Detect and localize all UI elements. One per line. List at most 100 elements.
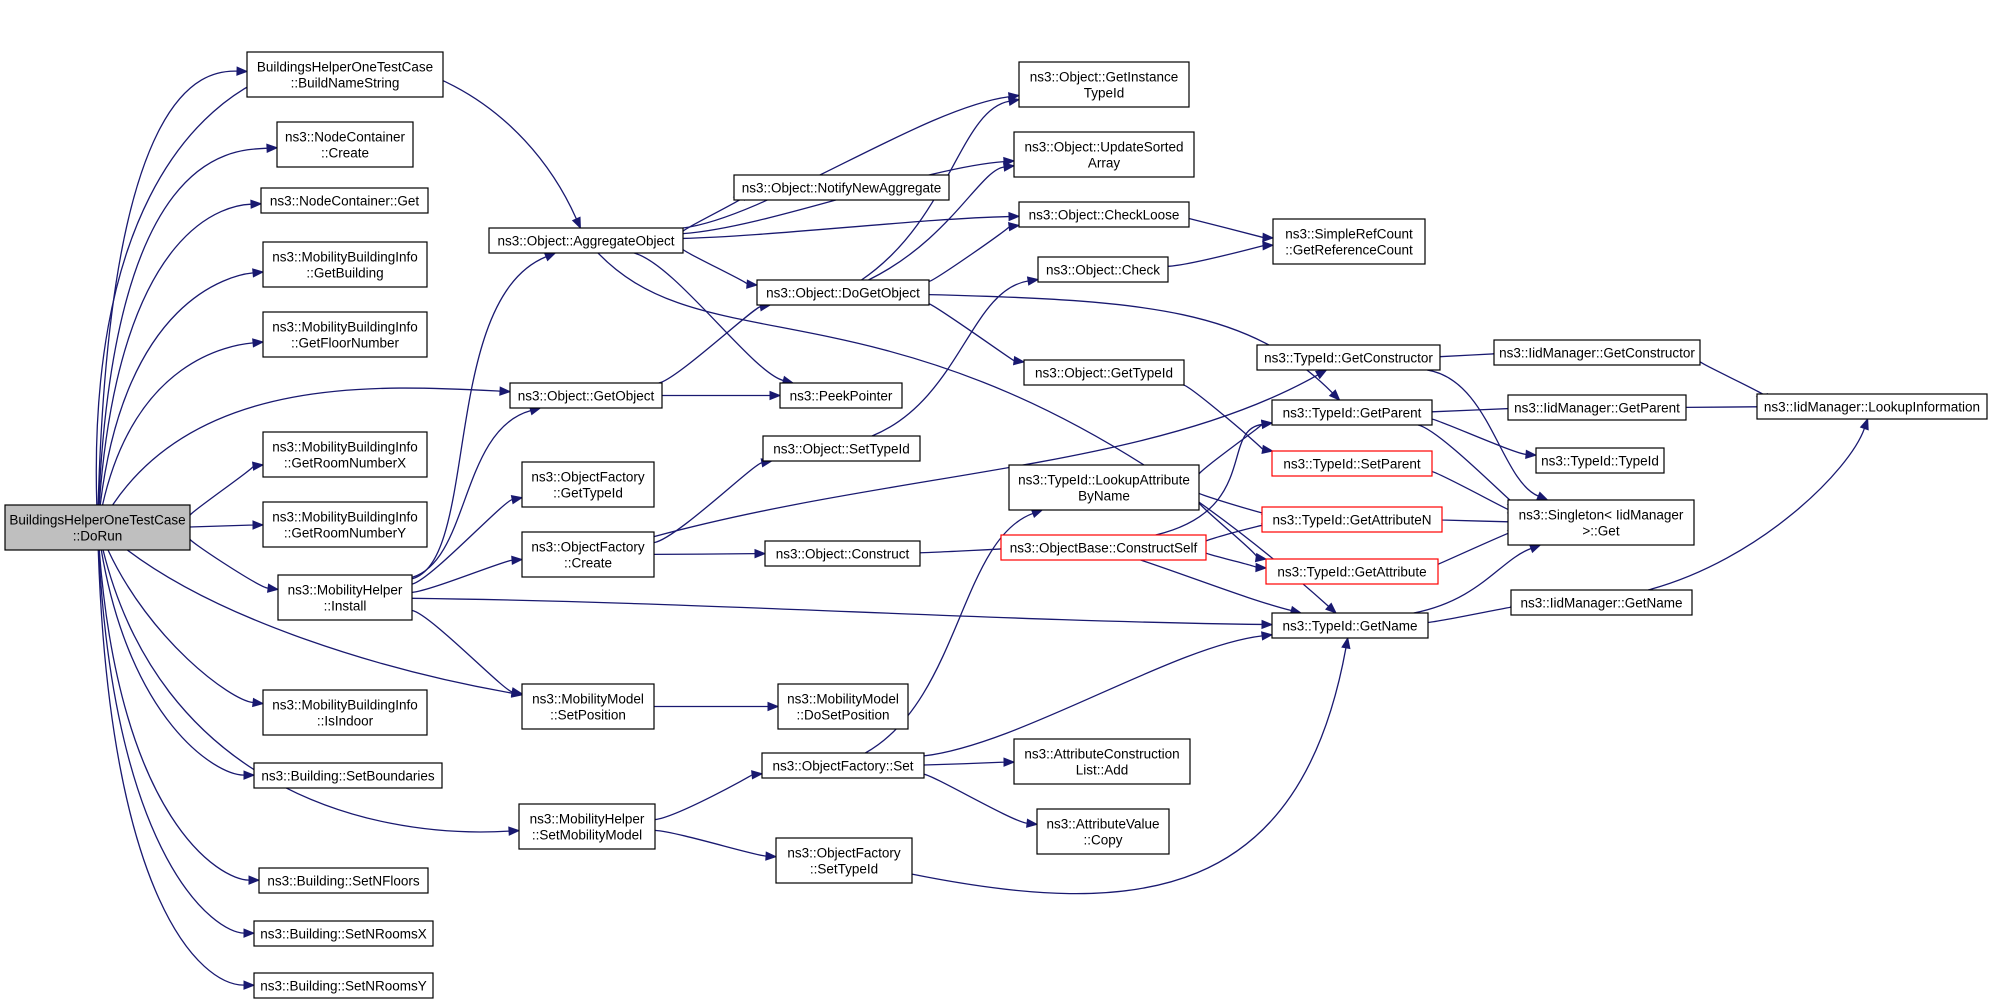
node-label-line: BuildingsHelperOneTestCase [9, 513, 185, 528]
node-tid-getname[interactable]: ns3::TypeId::GetName [1271, 612, 1429, 639]
node-of-set[interactable]: ns3::ObjectFactory::Set [761, 752, 925, 779]
node-obj-check[interactable]: ns3::Object::Check [1037, 256, 1169, 283]
node-tid-typeid[interactable]: ns3::TypeId::TypeId [1535, 447, 1665, 474]
node-b-setnfloors[interactable]: ns3::Building::SetNFloors [258, 867, 429, 894]
node-box [262, 241, 428, 288]
edge-line [919, 547, 1012, 554]
node-iid-getconstructor[interactable]: ns3::IidManager::GetConstructor [1493, 339, 1701, 366]
node-av-copy[interactable]: ns3::AttributeValue::Copy [1036, 808, 1170, 855]
edge-line [1431, 407, 1519, 413]
edge-mh-install-to-of-gettypeid [411, 495, 524, 585]
edge-arrowhead [252, 697, 265, 708]
edge-arrowhead [769, 390, 782, 401]
edge-line [98, 549, 250, 881]
edge-arrowhead [746, 279, 759, 289]
node-mh-setmodel[interactable]: ns3::MobilityHelper::SetMobilityModel [518, 803, 656, 850]
node-mm-setpos[interactable]: ns3::MobilityModel::SetPosition [521, 683, 655, 730]
node-label-line: ns3::SimpleRefCount [1285, 227, 1413, 242]
edge-of-create-to-obj-settypeid [653, 458, 774, 544]
node-label-line: ns3::ObjectFactory [787, 846, 901, 861]
node-peekpointer[interactable]: ns3::PeekPointer [779, 382, 903, 409]
node-singleton-get[interactable]: ns3::Singleton< IidManager >::Get [1507, 499, 1695, 546]
node-box [518, 803, 656, 850]
node-tid-setparent[interactable]: ns3::TypeId::SetParent [1271, 450, 1433, 477]
node-tid-getattr[interactable]: ns3::TypeId::GetAttribute [1265, 558, 1439, 585]
node-mm-dosetpos[interactable]: ns3::MobilityModel::DoSetPosition [777, 683, 909, 730]
edge-arrowhead [511, 555, 524, 566]
node-mbi-roomy[interactable]: ns3::MobilityBuildingInfo::GetRoomNumber… [262, 501, 428, 548]
edge-tid-getparent-to-tid-typeid [1431, 418, 1538, 460]
node-box [509, 382, 663, 409]
node-mh-install[interactable]: ns3::MobilityHelper::Install [277, 574, 413, 621]
node-label-line: ns3::ObjectFactory [531, 540, 645, 555]
node-nc-create[interactable]: ns3::NodeContainer::Create [276, 121, 414, 168]
node-mbi-getfloor[interactable]: ns3::MobilityBuildingInfo::GetFloorNumbe… [262, 311, 428, 358]
node-mbi-isindoor[interactable]: ns3::MobilityBuildingInfo::IsIndoor [262, 689, 428, 736]
edge-arrowhead [1026, 818, 1039, 828]
edge-root-to-mh-install [189, 538, 280, 593]
edge-mh-install-to-obj-aggregate [411, 252, 557, 580]
node-root[interactable]: BuildingsHelperOneTestCase::DoRun [4, 504, 191, 551]
node-iid-lookupinfo[interactable]: ns3::IidManager::LookupInformation [1756, 393, 1988, 420]
edge-obj-checkloose-to-src-getrefcount [1188, 217, 1275, 243]
node-box [1037, 256, 1169, 283]
node-obj-aggregate[interactable]: ns3::Object::AggregateObject [488, 227, 684, 254]
node-box [1507, 394, 1687, 421]
node-b-setnroomsy[interactable]: ns3::Building::SetNRoomsY [253, 972, 434, 999]
edge-line [411, 559, 513, 594]
edge-line [928, 226, 1010, 283]
edge-line [1198, 423, 1263, 476]
edge-arrowhead [751, 770, 764, 780]
edge-arrowhead [1254, 552, 1268, 563]
edge-line [411, 256, 547, 580]
node-obj-checkloose[interactable]: ns3::Object::CheckLoose [1018, 201, 1190, 228]
node-src-getrefcount[interactable]: ns3::SimpleRefCount::GetReferenceCount [1272, 218, 1426, 265]
node-box [1271, 612, 1429, 639]
edge-line [97, 549, 245, 986]
edge-line [100, 549, 245, 776]
node-buildname[interactable]: BuildingsHelperOneTestCase::BuildNameStr… [246, 51, 444, 98]
edge-mh-setmodel-to-of-settypeid [654, 829, 778, 861]
edge-arrowhead [1007, 96, 1021, 107]
edge-tid-setparent-to-singleton-get [1431, 470, 1519, 519]
edge-arrowhead [1325, 602, 1338, 614]
node-tid-getconstructor[interactable]: ns3::TypeId::GetConstructor [1256, 344, 1441, 371]
node-tid-getattrn[interactable]: ns3::TypeId::GetAttributeN [1261, 506, 1443, 533]
node-mbi-getbuilding[interactable]: ns3::MobilityBuildingInfo::GetBuilding [262, 241, 428, 288]
node-obj-notify[interactable]: ns3::Object::NotifyNewAggregate [733, 174, 950, 201]
node-tid-getparent[interactable]: ns3::TypeId::GetParent [1271, 399, 1433, 426]
node-obj-getobject[interactable]: ns3::Object::GetObject [509, 382, 663, 409]
node-obj-dogetobject[interactable]: ns3::Object::DoGetObject [756, 279, 930, 306]
edge-line [97, 147, 268, 506]
node-of-create[interactable]: ns3::ObjectFactory::Create [521, 531, 655, 578]
node-label-line: ns3::IidManager::LookupInformation [1764, 400, 1980, 415]
node-box [260, 187, 429, 214]
node-iid-getparent[interactable]: ns3::IidManager::GetParent [1507, 394, 1687, 421]
node-label-line: ::GetBuilding [306, 266, 383, 281]
node-mbi-roomx[interactable]: ns3::MobilityBuildingInfo::GetRoomNumber… [262, 431, 428, 478]
node-obj-gettypeid[interactable]: ns3::Object::GetTypeId [1023, 359, 1185, 386]
node-label-line: ::DoRun [73, 529, 123, 544]
node-ob-constructself[interactable]: ns3::ObjectBase::ConstructSelf [1000, 534, 1207, 561]
node-box [258, 867, 429, 894]
edge-obj-aggregate-to-peekpointer [633, 252, 795, 385]
node-of-gettypeid[interactable]: ns3::ObjectFactory::GetTypeId [521, 461, 655, 508]
node-b-setnroomsx[interactable]: ns3::Building::SetNRoomsX [253, 920, 434, 947]
edge-tid-getparent-to-iid-getparent [1431, 403, 1519, 413]
edge-obj-getobject-to-peekpointer [661, 390, 782, 401]
node-nc-get[interactable]: ns3::NodeContainer::Get [260, 187, 429, 214]
node-obj-construct[interactable]: ns3::Object::Construct [764, 540, 921, 567]
edge-line [1647, 428, 1866, 591]
node-iid-getname[interactable]: ns3::IidManager::GetName [1510, 589, 1693, 616]
edge-obj-getobject-to-obj-dogetobject [658, 302, 772, 384]
node-b-setbounds[interactable]: ns3::Building::SetBoundaries [253, 762, 443, 789]
node-of-settypeid[interactable]: ns3::ObjectFactory::SetTypeId [775, 837, 913, 884]
edge-root-to-mbi-roomx [189, 461, 265, 517]
node-obj-settypeid[interactable]: ns3::Object::SetTypeId [762, 435, 921, 462]
edge-root-to-obj-getobject [112, 386, 512, 506]
edge-obj-dogetobject-to-obj-updatesorted [868, 162, 1016, 281]
